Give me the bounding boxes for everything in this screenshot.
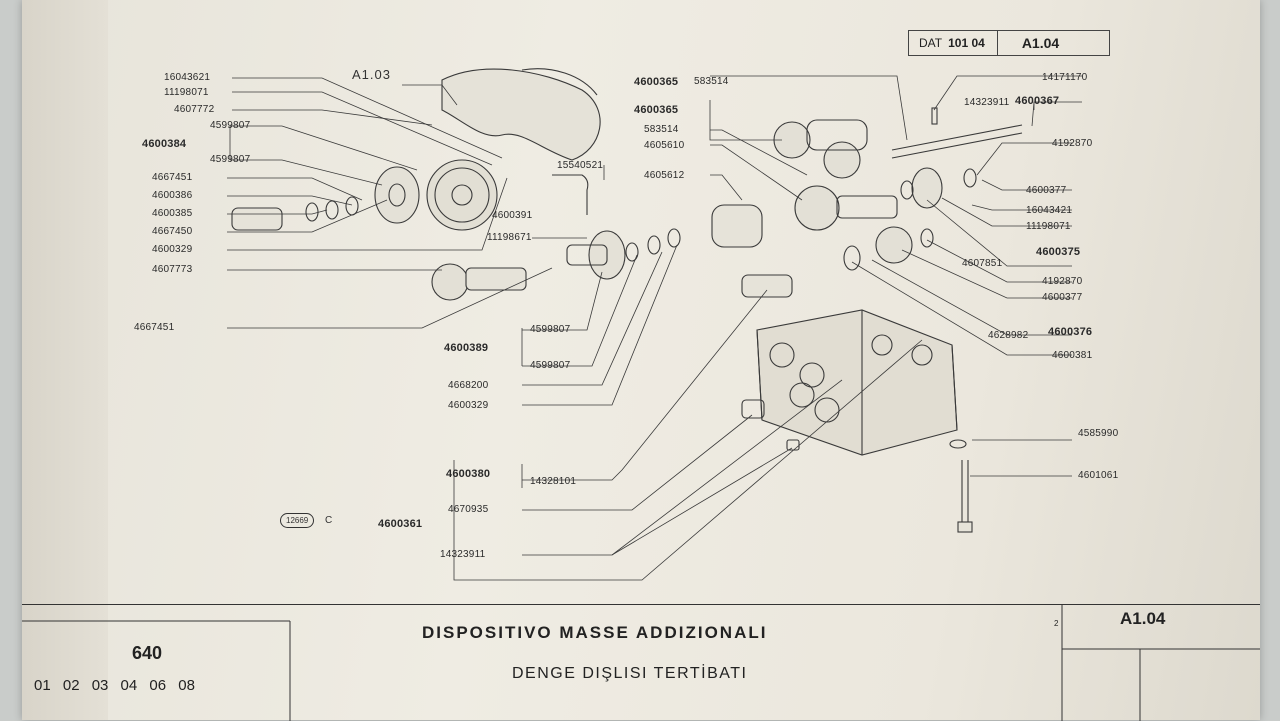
part-label: 4600386 — [152, 190, 193, 201]
header-divider — [996, 31, 998, 55]
part-label: 4600329 — [152, 244, 193, 255]
sheet-number: 2 — [1054, 619, 1059, 628]
part-label: 583514 — [644, 124, 679, 135]
small-gear-left — [431, 263, 469, 301]
part-group-label: 4600375 — [1036, 246, 1081, 258]
sleeve-part — [711, 204, 763, 248]
drawing-stamp: 12669 — [280, 513, 315, 528]
part-label: 4600385 — [152, 208, 193, 219]
part-label: 4668200 — [448, 380, 489, 391]
cross-reference-label: A1.03 — [352, 67, 391, 82]
part-label: 14323911 — [440, 549, 486, 560]
part-label: 4628982 — [988, 330, 1029, 341]
flange-part — [374, 166, 420, 224]
part-group-label: 4600365 — [634, 76, 679, 88]
model-variants: 01 02 03 04 06 08 — [34, 677, 195, 694]
dat-number: 101 04 — [948, 36, 985, 50]
part-group-label: 4600376 — [1048, 326, 1093, 338]
part-label: 16043621 — [164, 72, 211, 83]
part-label: 14171170 — [1042, 72, 1088, 83]
title-block-grid — [22, 605, 1260, 721]
part-label: 583514 — [694, 76, 729, 87]
title-block: 640 01 02 03 04 06 08 DISPOSITIVO MASSE … — [22, 604, 1260, 721]
model-number: 640 — [132, 643, 163, 663]
part-group-label: 4600380 — [446, 468, 491, 480]
part-label: 11198071 — [164, 87, 209, 98]
part-label: 4605612 — [644, 170, 685, 181]
gear-lower-right — [875, 226, 913, 264]
part-label: 14328101 — [530, 476, 577, 487]
housing-casting — [756, 309, 958, 456]
crankshaft-outline — [441, 68, 601, 161]
part-label: 4670935 — [448, 504, 489, 515]
sheet-left-shadow — [22, 0, 108, 720]
gear-upper-b — [823, 141, 861, 179]
part-label: 4600381 — [1052, 350, 1093, 361]
right-flange — [911, 167, 943, 209]
part-label: 4607772 — [174, 104, 215, 115]
part-label: 4667451 — [152, 172, 193, 183]
part-group-label: 4600389 — [444, 342, 489, 354]
title-block-code: A1.04 — [1120, 609, 1166, 628]
header-reference-box: DAT 101 04 A1.04 — [908, 30, 1110, 56]
part-label: 4600377 — [1042, 292, 1083, 303]
part-label: 4599807 — [530, 360, 571, 371]
dat-prefix: DAT — [919, 36, 943, 50]
part-label: 4600377 — [1026, 185, 1067, 196]
title-turkish: DENGE DIŞLISI TERTİBATI — [512, 665, 748, 682]
part-label: 15540521 — [557, 160, 604, 171]
part-label: 4601061 — [1078, 470, 1119, 481]
part-group-label: 4600384 — [142, 138, 187, 150]
part-label: 4192870 — [1042, 276, 1083, 287]
page-code: A1.04 — [1021, 35, 1060, 51]
shaft-left — [231, 207, 283, 231]
part-group-label: 4600361 — [378, 518, 423, 530]
part-label: 4667450 — [152, 226, 193, 237]
part-label: 4667451 — [134, 322, 175, 333]
part-label: 4599807 — [210, 154, 251, 165]
part-label: 16043421 — [1026, 205, 1073, 216]
part-label: 4607851 — [962, 258, 1003, 269]
part-label: 4585990 — [1078, 428, 1119, 439]
exploded-parts-drawing — [227, 68, 1082, 581]
part-label: 11198071 — [1026, 221, 1071, 232]
part-label: 4599807 — [530, 324, 571, 335]
part-label: 14323911 — [964, 97, 1010, 108]
part-label: 4192870 — [1052, 138, 1093, 149]
gear-mid-right — [794, 185, 840, 231]
part-label: 4600329 — [448, 400, 489, 411]
stamp-letter: C — [325, 515, 333, 526]
part-label: 4600391 — [492, 210, 533, 221]
part-label: 4607773 — [152, 264, 193, 275]
part-label: 4599807 — [210, 120, 251, 131]
part-group-label: 4600367 — [1015, 95, 1060, 107]
part-group-label: 4600365 — [634, 104, 679, 116]
large-gear — [426, 159, 498, 231]
title-italian: DISPOSITIVO MASSE ADDIZIONALI — [422, 623, 768, 642]
part-label: 11198671 — [487, 232, 532, 243]
part-label: 4605610 — [644, 140, 685, 151]
catalog-sheet: DAT 101 04 A1.04 A1.03 16043621 11198071… — [22, 0, 1260, 721]
